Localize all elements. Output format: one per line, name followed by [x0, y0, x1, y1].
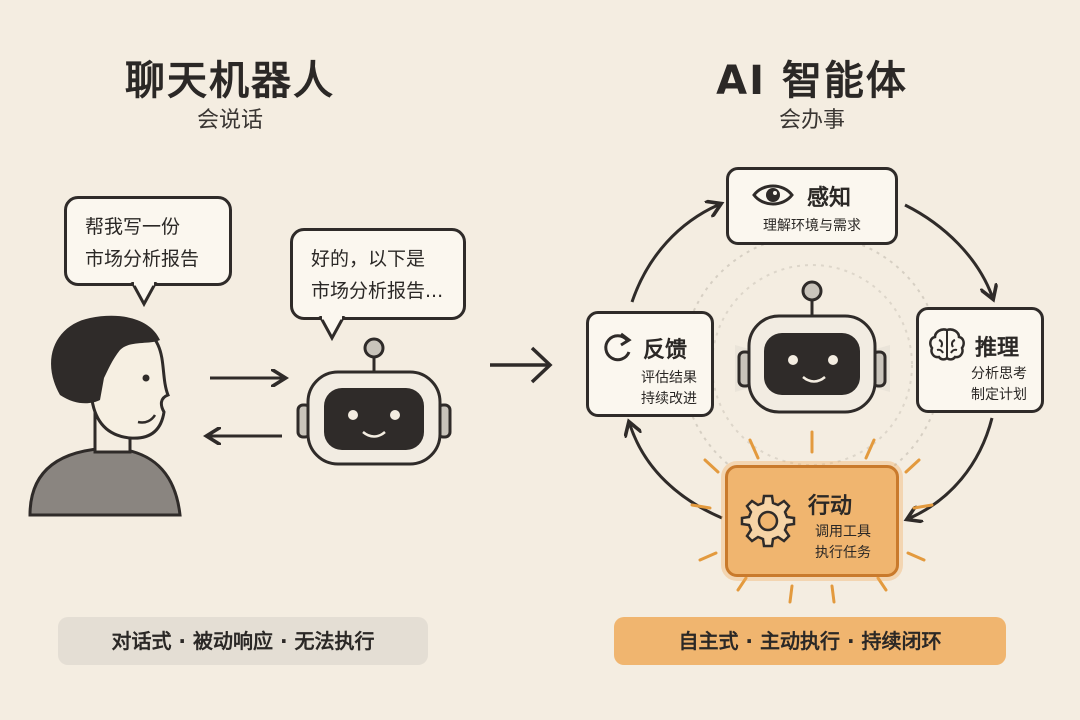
reason-desc-line: 制定计划	[971, 387, 1027, 403]
agent-traits-pill: 自主式 · 主动执行 · 持续闭环	[614, 617, 1006, 665]
user-speech-bubble: 帮我写一份 市场分析报告	[64, 196, 232, 286]
cycle-arrows	[630, 205, 992, 518]
act-desc-line: 执行任务	[815, 545, 871, 561]
bot-speech-bubble: 好的，以下是 市场分析报告...	[290, 228, 466, 320]
reason-desc: 分析思考 制定计划	[959, 364, 1039, 406]
agent-title: AI 智能体	[716, 58, 908, 104]
chatbot-traits-pill: 对话式 · 被动响应 · 无法执行	[58, 617, 428, 665]
person-icon	[28, 315, 182, 517]
feedback-desc-line: 持续改进	[641, 391, 697, 407]
perceive-desc: 理解环境与需求	[763, 218, 861, 234]
exchange-arrows	[210, 378, 282, 436]
user-bubble-tail	[130, 282, 158, 308]
feedback-title: 反馈	[643, 338, 688, 363]
chatbot-robot-icon	[296, 337, 452, 466]
act-title: 行动	[808, 494, 853, 519]
chatbot-title: 聊天机器人	[125, 58, 335, 104]
feedback-desc-line: 评估结果	[641, 370, 697, 386]
reason-card: 推理 分析思考 制定计划	[916, 307, 1044, 413]
act-desc: 调用工具 执行任务	[798, 522, 888, 564]
transition-arrow	[490, 346, 553, 384]
agent-robot-icon	[735, 280, 890, 414]
perceive-title: 感知	[807, 186, 852, 211]
act-card: 行动 调用工具 执行任务	[725, 465, 899, 577]
feedback-card: 反馈 评估结果 持续改进	[586, 311, 714, 417]
bot-bubble-tail	[318, 316, 346, 342]
eye-icon	[752, 184, 794, 206]
brain-icon	[929, 328, 965, 361]
reason-desc-line: 分析思考	[971, 366, 1027, 382]
bot-bubble-line: 好的，以下是	[311, 248, 426, 270]
reason-title: 推理	[975, 336, 1020, 361]
refresh-icon	[604, 332, 632, 362]
chatbot-subtitle: 会说话	[196, 108, 263, 133]
feedback-desc: 评估结果 持续改进	[629, 368, 709, 410]
agent-subtitle: 会办事	[778, 108, 845, 133]
bot-bubble-line: 市场分析报告...	[311, 280, 444, 302]
action-glow-rays	[690, 430, 934, 604]
perceive-card: 感知 理解环境与需求	[726, 167, 898, 245]
gear-icon	[740, 494, 796, 548]
act-desc-line: 调用工具	[815, 524, 871, 540]
user-bubble-line: 帮我写一份	[85, 216, 181, 238]
user-bubble-line: 市场分析报告	[85, 248, 200, 270]
